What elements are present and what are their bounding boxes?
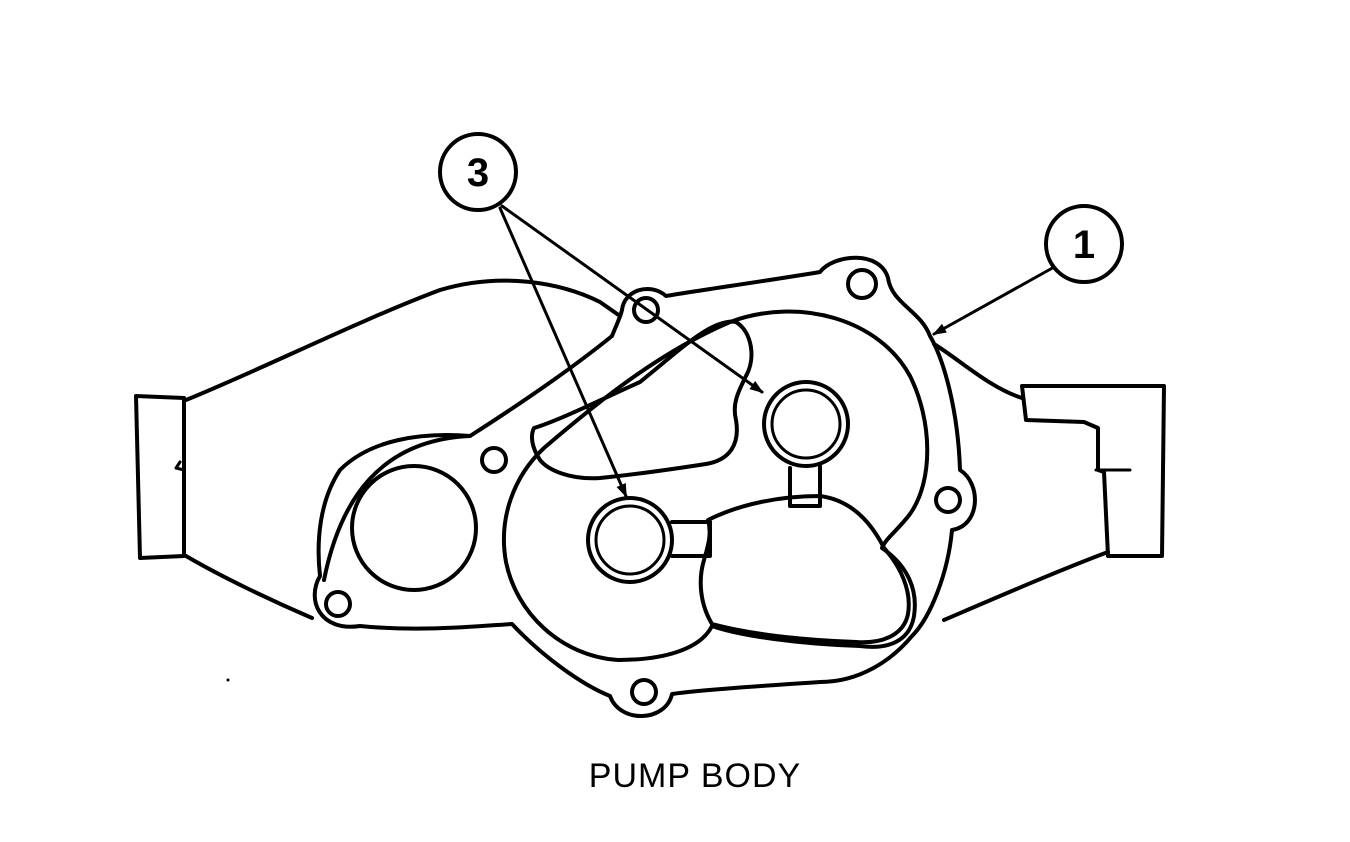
leader-line-3-lower <box>498 206 628 498</box>
inlet-port <box>322 434 478 592</box>
callout-3-label: 3 <box>467 151 489 195</box>
bolt-hole-right <box>934 486 962 514</box>
callout-3: 3 <box>438 132 518 212</box>
bolt-hole-bottom-left <box>324 590 352 618</box>
lower-bushing <box>586 496 712 584</box>
callout-1-label: 1 <box>1073 223 1095 267</box>
left-body-upper-taper <box>184 278 622 402</box>
right-outlet-flange <box>1020 384 1166 558</box>
figure-caption: PUMP BODY <box>588 757 802 795</box>
right-body-lower-taper <box>942 550 1110 622</box>
inner-cavity-outline <box>501 309 930 662</box>
leader-line-3-upper <box>500 204 764 394</box>
right-body-upper-taper <box>932 342 1024 400</box>
left-outlet-flange <box>134 394 186 560</box>
leader-line-1 <box>932 264 1058 336</box>
left-body-lower-taper <box>184 554 314 620</box>
bolt-hole-top-left <box>632 296 660 324</box>
bolt-hole-left <box>480 446 508 474</box>
callout-1: 1 <box>1044 204 1124 284</box>
lower-relief-pocket <box>698 494 911 645</box>
upper-relief-pocket <box>530 319 754 481</box>
pump-body-outline <box>312 255 977 718</box>
bolt-hole-bottom <box>630 678 658 706</box>
bolt-hole-top-right <box>846 268 878 300</box>
upper-bushing <box>762 380 850 508</box>
scan-speck <box>226 678 230 682</box>
